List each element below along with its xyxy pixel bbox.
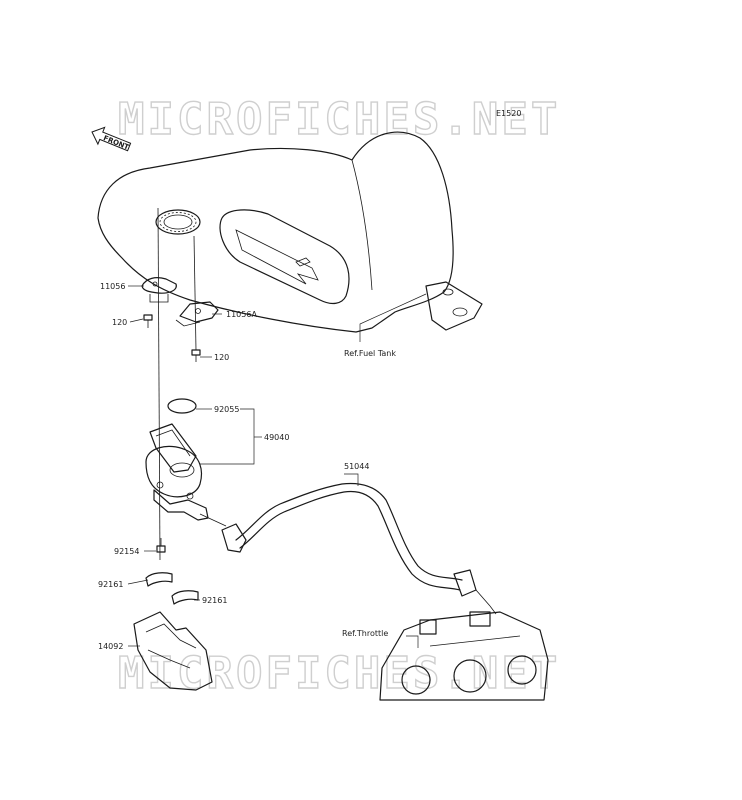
fuel-tank [97, 131, 483, 333]
label-ref-throttle: Ref.Throttle [342, 629, 388, 638]
bolt-92154 [156, 538, 166, 553]
fuel-hose-51044 [221, 482, 491, 607]
label-11056: 11056 [100, 282, 125, 291]
bracket-11056 [141, 277, 177, 303]
label-ref-fuel-tank: Ref.Fuel Tank [344, 349, 396, 358]
label-51044: 51044 [344, 462, 369, 471]
label-49040: 49040 [264, 433, 289, 442]
bolt-120-a [143, 314, 153, 328]
leader-lines [127, 285, 427, 648]
label-92161-b: 92161 [202, 596, 227, 605]
label-120-a: 120 [112, 318, 127, 327]
clamp-92161-b [171, 590, 199, 605]
fuel-pump-49040 [145, 423, 227, 527]
o-ring-92055 [167, 398, 197, 414]
diagram-code: E1520 [496, 109, 521, 118]
label-92055: 92055 [214, 405, 239, 414]
watermark-bottom: MICROFICHES.NET [118, 648, 560, 699]
clamp-92161-a [145, 572, 173, 587]
label-14092: 14092 [98, 642, 123, 651]
bolt-120-b [191, 349, 201, 362]
watermark-top: MICROFICHES.NET [118, 94, 560, 145]
label-11056a: 11056A [226, 310, 257, 319]
label-120-b: 120 [214, 353, 229, 362]
throttle-body [379, 605, 549, 701]
label-92154: 92154 [114, 547, 139, 556]
label-92161-a: 92161 [98, 580, 123, 589]
cover-14092 [133, 611, 213, 691]
